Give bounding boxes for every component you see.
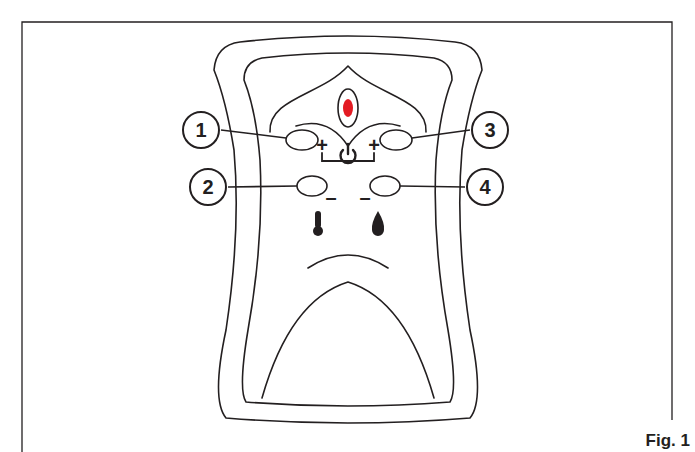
plus-sign: +: [316, 135, 328, 155]
callout-circle: 1: [182, 111, 220, 149]
frame-line: [22, 22, 672, 452]
leader-line: [221, 130, 286, 138]
minus-sign: –: [325, 187, 336, 207]
button-1: [286, 130, 318, 150]
power-bracket: [322, 153, 374, 161]
remote-lower-curve: [262, 282, 434, 398]
button-4: [370, 176, 400, 196]
figure-caption: Fig. 1: [646, 432, 690, 449]
callout-circle: 3: [471, 111, 509, 149]
remote-inner-body: [242, 53, 453, 406]
thermometer-icon: [315, 211, 321, 228]
drop-icon: [372, 211, 384, 236]
leader-line: [400, 186, 465, 187]
callout-number: 4: [479, 177, 490, 197]
callout-circle: 2: [189, 168, 227, 206]
minus-sign: –: [359, 187, 370, 207]
remote-bottom-arch: [308, 255, 388, 268]
callout-circle: 4: [466, 168, 504, 206]
led-light: [343, 99, 353, 117]
button-2: [297, 176, 327, 196]
remote-outer-body: [214, 36, 482, 423]
power-symbol: [347, 144, 349, 154]
leader-line: [228, 186, 297, 187]
remote-top-cap: [270, 66, 426, 132]
led-housing: [338, 89, 358, 127]
thermometer-icon: [313, 226, 323, 236]
callout-number: 2: [202, 177, 213, 197]
callout-number: 3: [484, 120, 495, 140]
plus-sign: +: [368, 135, 380, 155]
leader-line: [412, 130, 470, 138]
button-3: [380, 130, 412, 150]
callout-number: 1: [195, 120, 206, 140]
